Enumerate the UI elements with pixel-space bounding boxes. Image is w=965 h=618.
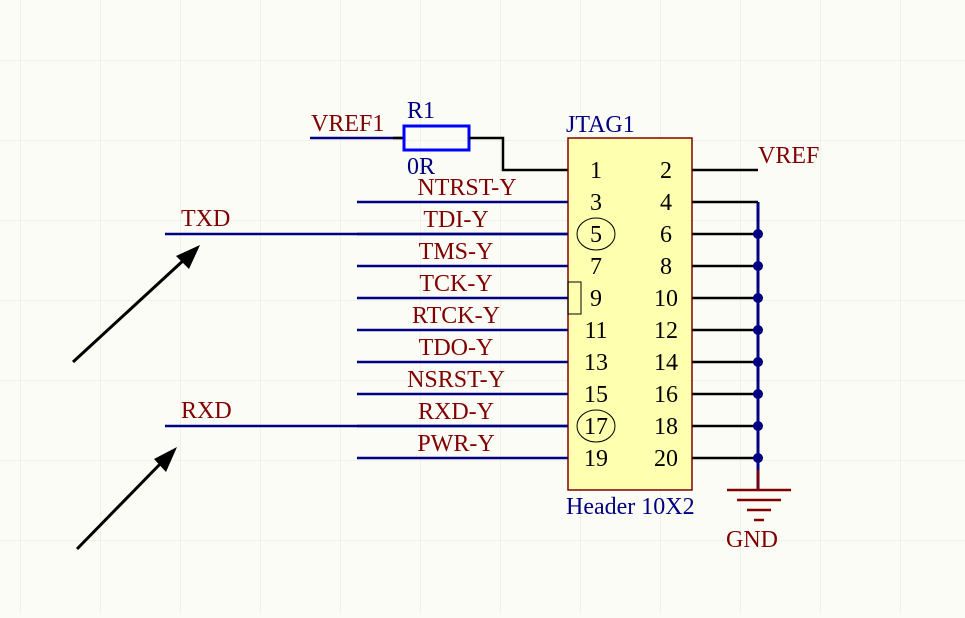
pin-number-left: 13	[584, 350, 608, 376]
gnd-label: GND	[726, 527, 778, 553]
pin-number-left: 3	[590, 190, 602, 216]
resistor-value: 0R	[407, 154, 435, 180]
header-comment: Header 10X2	[566, 494, 695, 520]
left-net-label: RTCK-Y	[412, 303, 500, 329]
r1-to-pin1-wire[interactable]	[500, 136, 568, 172]
pin-number-left: 11	[584, 318, 607, 344]
pin-number-right: 20	[654, 446, 678, 472]
vref-label: VREF	[758, 143, 819, 169]
pin-number-left: 9	[590, 286, 602, 312]
left-net-labels: NTRST-Y TDI-Y TMS-Y TCK-Y RTCK-Y TDO-Y NSRST-Y…	[357, 175, 568, 460]
pin-marker-circle	[576, 217, 616, 251]
rxd-label: RXD	[181, 398, 232, 424]
resistor-r1[interactable]: R1 0R	[393, 98, 500, 180]
ground-symbol-icon: GND	[726, 470, 791, 553]
header-designator: JTAG1	[566, 112, 635, 138]
pin-number-right: 8	[660, 254, 672, 280]
pin-number-left: 15	[584, 382, 608, 408]
txd-net[interactable]: TXD	[165, 206, 568, 236]
right-pin-wires[interactable]: VREF	[692, 143, 819, 490]
left-net-label: TMS-Y	[419, 239, 494, 265]
left-net-label: RXD-Y	[418, 399, 494, 425]
pin-number-left: 7	[590, 254, 602, 280]
pin-number-right: 18	[654, 414, 678, 440]
pin-number-right: 14	[654, 350, 678, 376]
pin-number-left: 19	[584, 446, 608, 472]
left-net-label: TDO-Y	[419, 335, 494, 361]
left-net-label: NSRST-Y	[407, 367, 505, 393]
pin-number-right: 4	[660, 190, 672, 216]
left-net-label: TDI-Y	[423, 207, 488, 233]
pin-number-left: 17	[584, 414, 608, 440]
left-net-label: NTRST-Y	[417, 175, 516, 201]
resistor-designator: R1	[407, 98, 435, 124]
pin-number-left: 5	[590, 222, 602, 248]
rxd-net[interactable]: RXD	[165, 398, 568, 428]
left-net-label: PWR-Y	[417, 431, 494, 457]
pin-number-right: 6	[660, 222, 672, 248]
pin-number-right: 2	[660, 158, 672, 184]
pin-number-right: 10	[654, 286, 678, 312]
vref1-label: VREF1	[311, 111, 384, 137]
txd-arrow-icon	[71, 245, 200, 364]
pin-number-left: 1	[590, 158, 602, 184]
txd-label: TXD	[181, 206, 230, 232]
vref1-net[interactable]: VREF1	[310, 111, 404, 140]
pin-number-right: 12	[654, 318, 678, 344]
pin-number-right: 16	[654, 382, 678, 408]
rxd-arrow-icon	[75, 447, 177, 551]
header-body	[567, 137, 693, 491]
left-net-label: TCK-Y	[419, 271, 492, 297]
pin-marker-circle	[576, 409, 616, 443]
